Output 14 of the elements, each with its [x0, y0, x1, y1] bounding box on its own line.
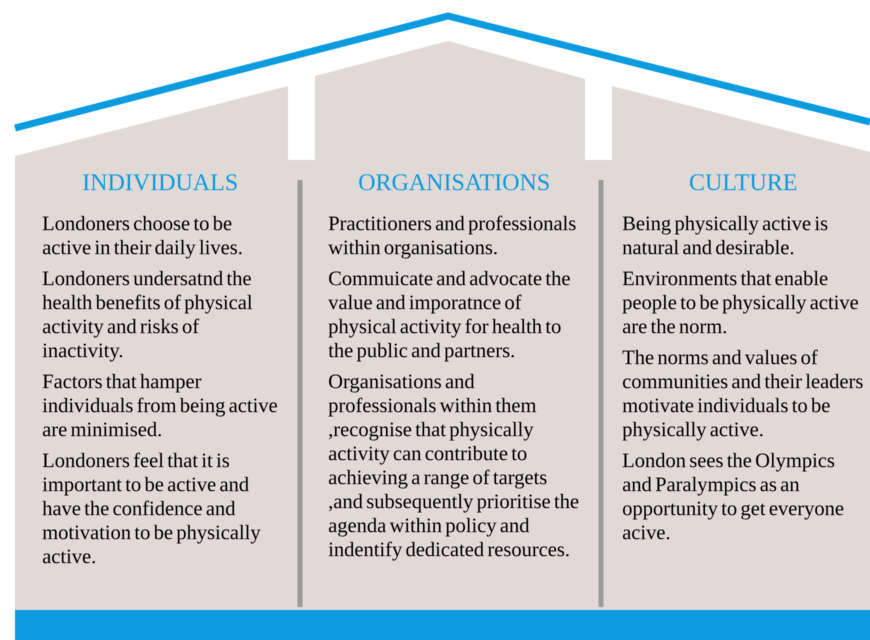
paragraph: Being physically active is natural and desirable.	[622, 216, 828, 254]
paragraph: Londoners feel that it is important to be active and have the confidence and motivation to be physically active.	[42, 452, 261, 564]
paragraph: Practitioners and professionals within organisations.	[328, 216, 576, 259]
paragraph: The norms and values of communities and their leaders motivate individuals to be physically active.	[622, 350, 863, 441]
column-heading: CULTURE	[690, 174, 796, 190]
paragraph: Londoners choose to be active in their daily lives.	[42, 216, 242, 259]
paragraph: Factors that hamper individuals from being active are minimised.	[42, 374, 277, 436]
paragraph: Environments that enable people to be physically active are the norm.	[622, 270, 858, 334]
paragraph: Londoners undersatnd the health benefits of physical activity and risks of inactivity.	[42, 270, 252, 362]
paragraph: Organisations and professionals within them ,recognise that physically activity can contribute to achieving a range of targets ,and subsequently prioritise the agenda within policy and indentify dedicated resources.	[328, 374, 578, 561]
paragraph: Commuicate and advocate the value and imporatnce of physical activity for health to the public and partners.	[328, 270, 570, 362]
column-heading: ORGANISATIONS	[359, 174, 549, 190]
paragraph: London sees the Olympics and Paralympics as an opportunity to get everyone acive.	[622, 452, 844, 540]
column-heading: INDIVIDUALS	[83, 174, 237, 190]
